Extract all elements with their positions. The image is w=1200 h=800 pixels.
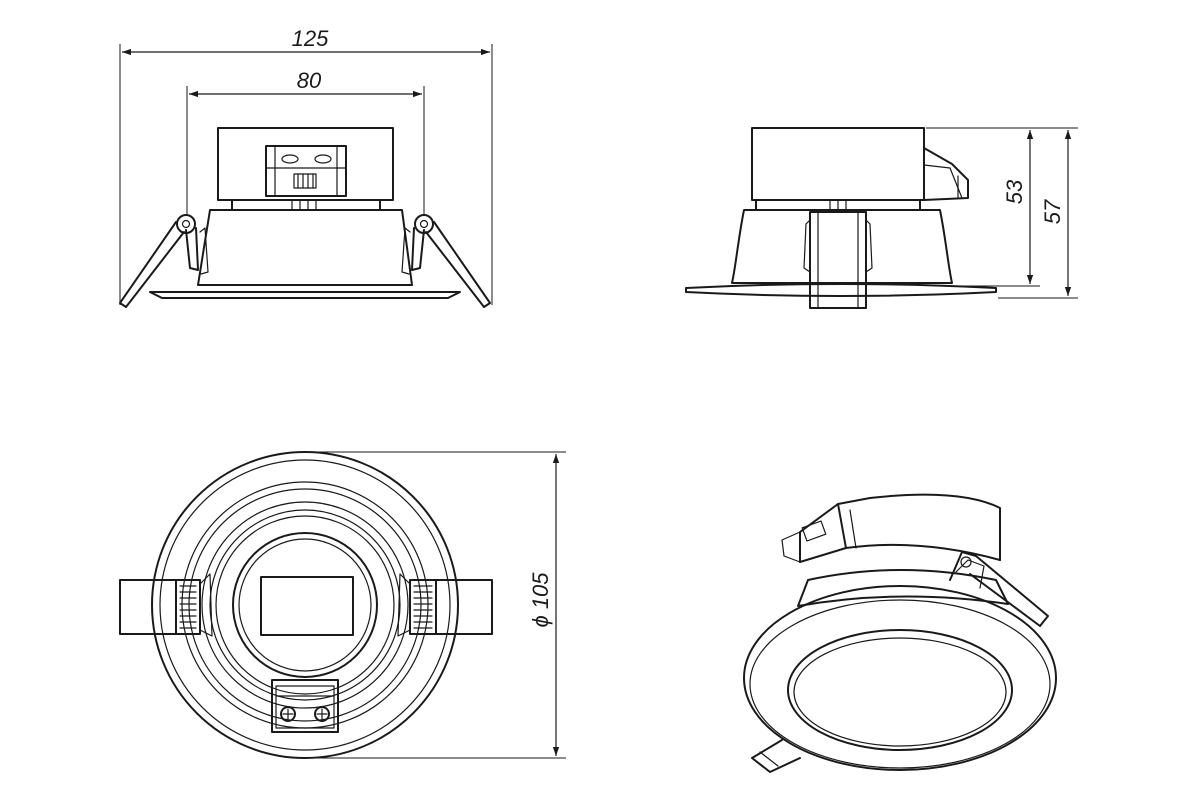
spring-clip-front: [803, 211, 873, 309]
front-view: 125 80: [119, 26, 493, 308]
spring-clip-right: [397, 573, 493, 637]
driver-box: [799, 493, 1001, 563]
spring-clip-left: [119, 214, 209, 308]
isometric-view: [743, 493, 1057, 773]
spring-clip-left: [119, 573, 213, 637]
spring-clip-right: [949, 551, 1049, 627]
housing: [797, 569, 1009, 607]
screw-icon: [280, 706, 296, 722]
housing: [731, 209, 953, 284]
dimension-total-height: 57: [1040, 199, 1065, 224]
dimension-body-height: 53: [1002, 179, 1027, 204]
flange: [149, 291, 461, 299]
diffuser: [787, 629, 1013, 751]
terminal-block: [923, 147, 969, 201]
flange-outline: [151, 451, 459, 759]
driver-outline: [232, 532, 378, 678]
neck: [231, 199, 381, 211]
dimension-overall-width: 125: [292, 26, 329, 51]
flange: [685, 283, 997, 297]
side-view: 53 57: [685, 127, 1078, 309]
driver-box: [751, 127, 925, 201]
terminal-block: [271, 679, 339, 733]
housing: [197, 209, 413, 286]
screw-icon: [314, 706, 330, 722]
driver-label-plate: [260, 576, 354, 636]
clip-tab: [751, 739, 801, 773]
spring-clip-right: [401, 214, 491, 308]
terminal-block: [265, 145, 347, 197]
driver-box: [217, 127, 394, 201]
top-view: ϕ 105: [119, 451, 566, 759]
dimension-diameter: ϕ 105: [528, 572, 553, 628]
flange-outline: [743, 585, 1057, 771]
screw-hole-icon: [281, 154, 299, 164]
screw-hole-icon: [314, 154, 332, 164]
dimension-mounting-width: 80: [297, 68, 322, 93]
